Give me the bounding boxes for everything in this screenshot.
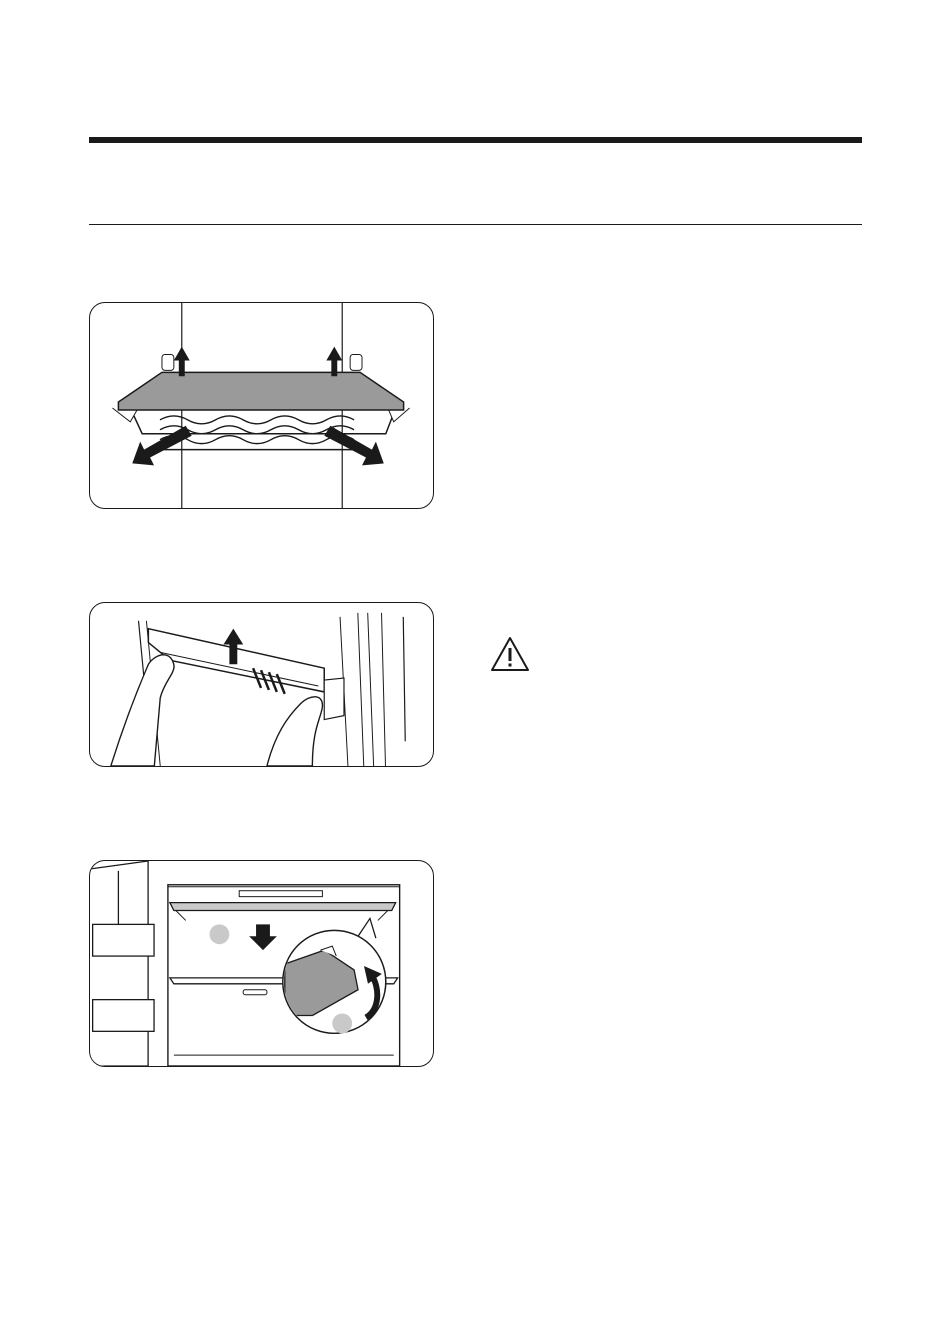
light-cover xyxy=(239,891,322,897)
zoom-pointer xyxy=(358,918,376,938)
figure-door-bin-removal xyxy=(89,602,434,767)
shelf-frame xyxy=(130,408,395,434)
pull-down-arrow-icon xyxy=(249,924,277,950)
wine-rack-wave-1 xyxy=(160,416,354,424)
header-rule-thin xyxy=(89,224,862,225)
left-hand xyxy=(111,655,174,766)
step-1-badge xyxy=(210,924,230,944)
left-hook xyxy=(162,354,174,370)
pull-arrow-right-icon xyxy=(324,426,383,466)
shelf-removal-illustration xyxy=(90,303,433,508)
header-rule-thick xyxy=(89,137,862,143)
figure-freezer-shelf-removal xyxy=(89,860,434,1067)
freezer-shelf-removal-illustration xyxy=(90,861,433,1066)
figure-shelf-removal xyxy=(89,302,434,509)
glass-shelf xyxy=(118,372,403,410)
door-bin-removal-illustration xyxy=(90,603,433,766)
step-2-badge xyxy=(332,1014,352,1034)
upper-shelf xyxy=(170,903,396,911)
right-hand xyxy=(267,697,323,766)
warning-triangle-icon xyxy=(490,636,530,672)
right-hook xyxy=(350,354,362,370)
open-door xyxy=(91,861,154,1066)
